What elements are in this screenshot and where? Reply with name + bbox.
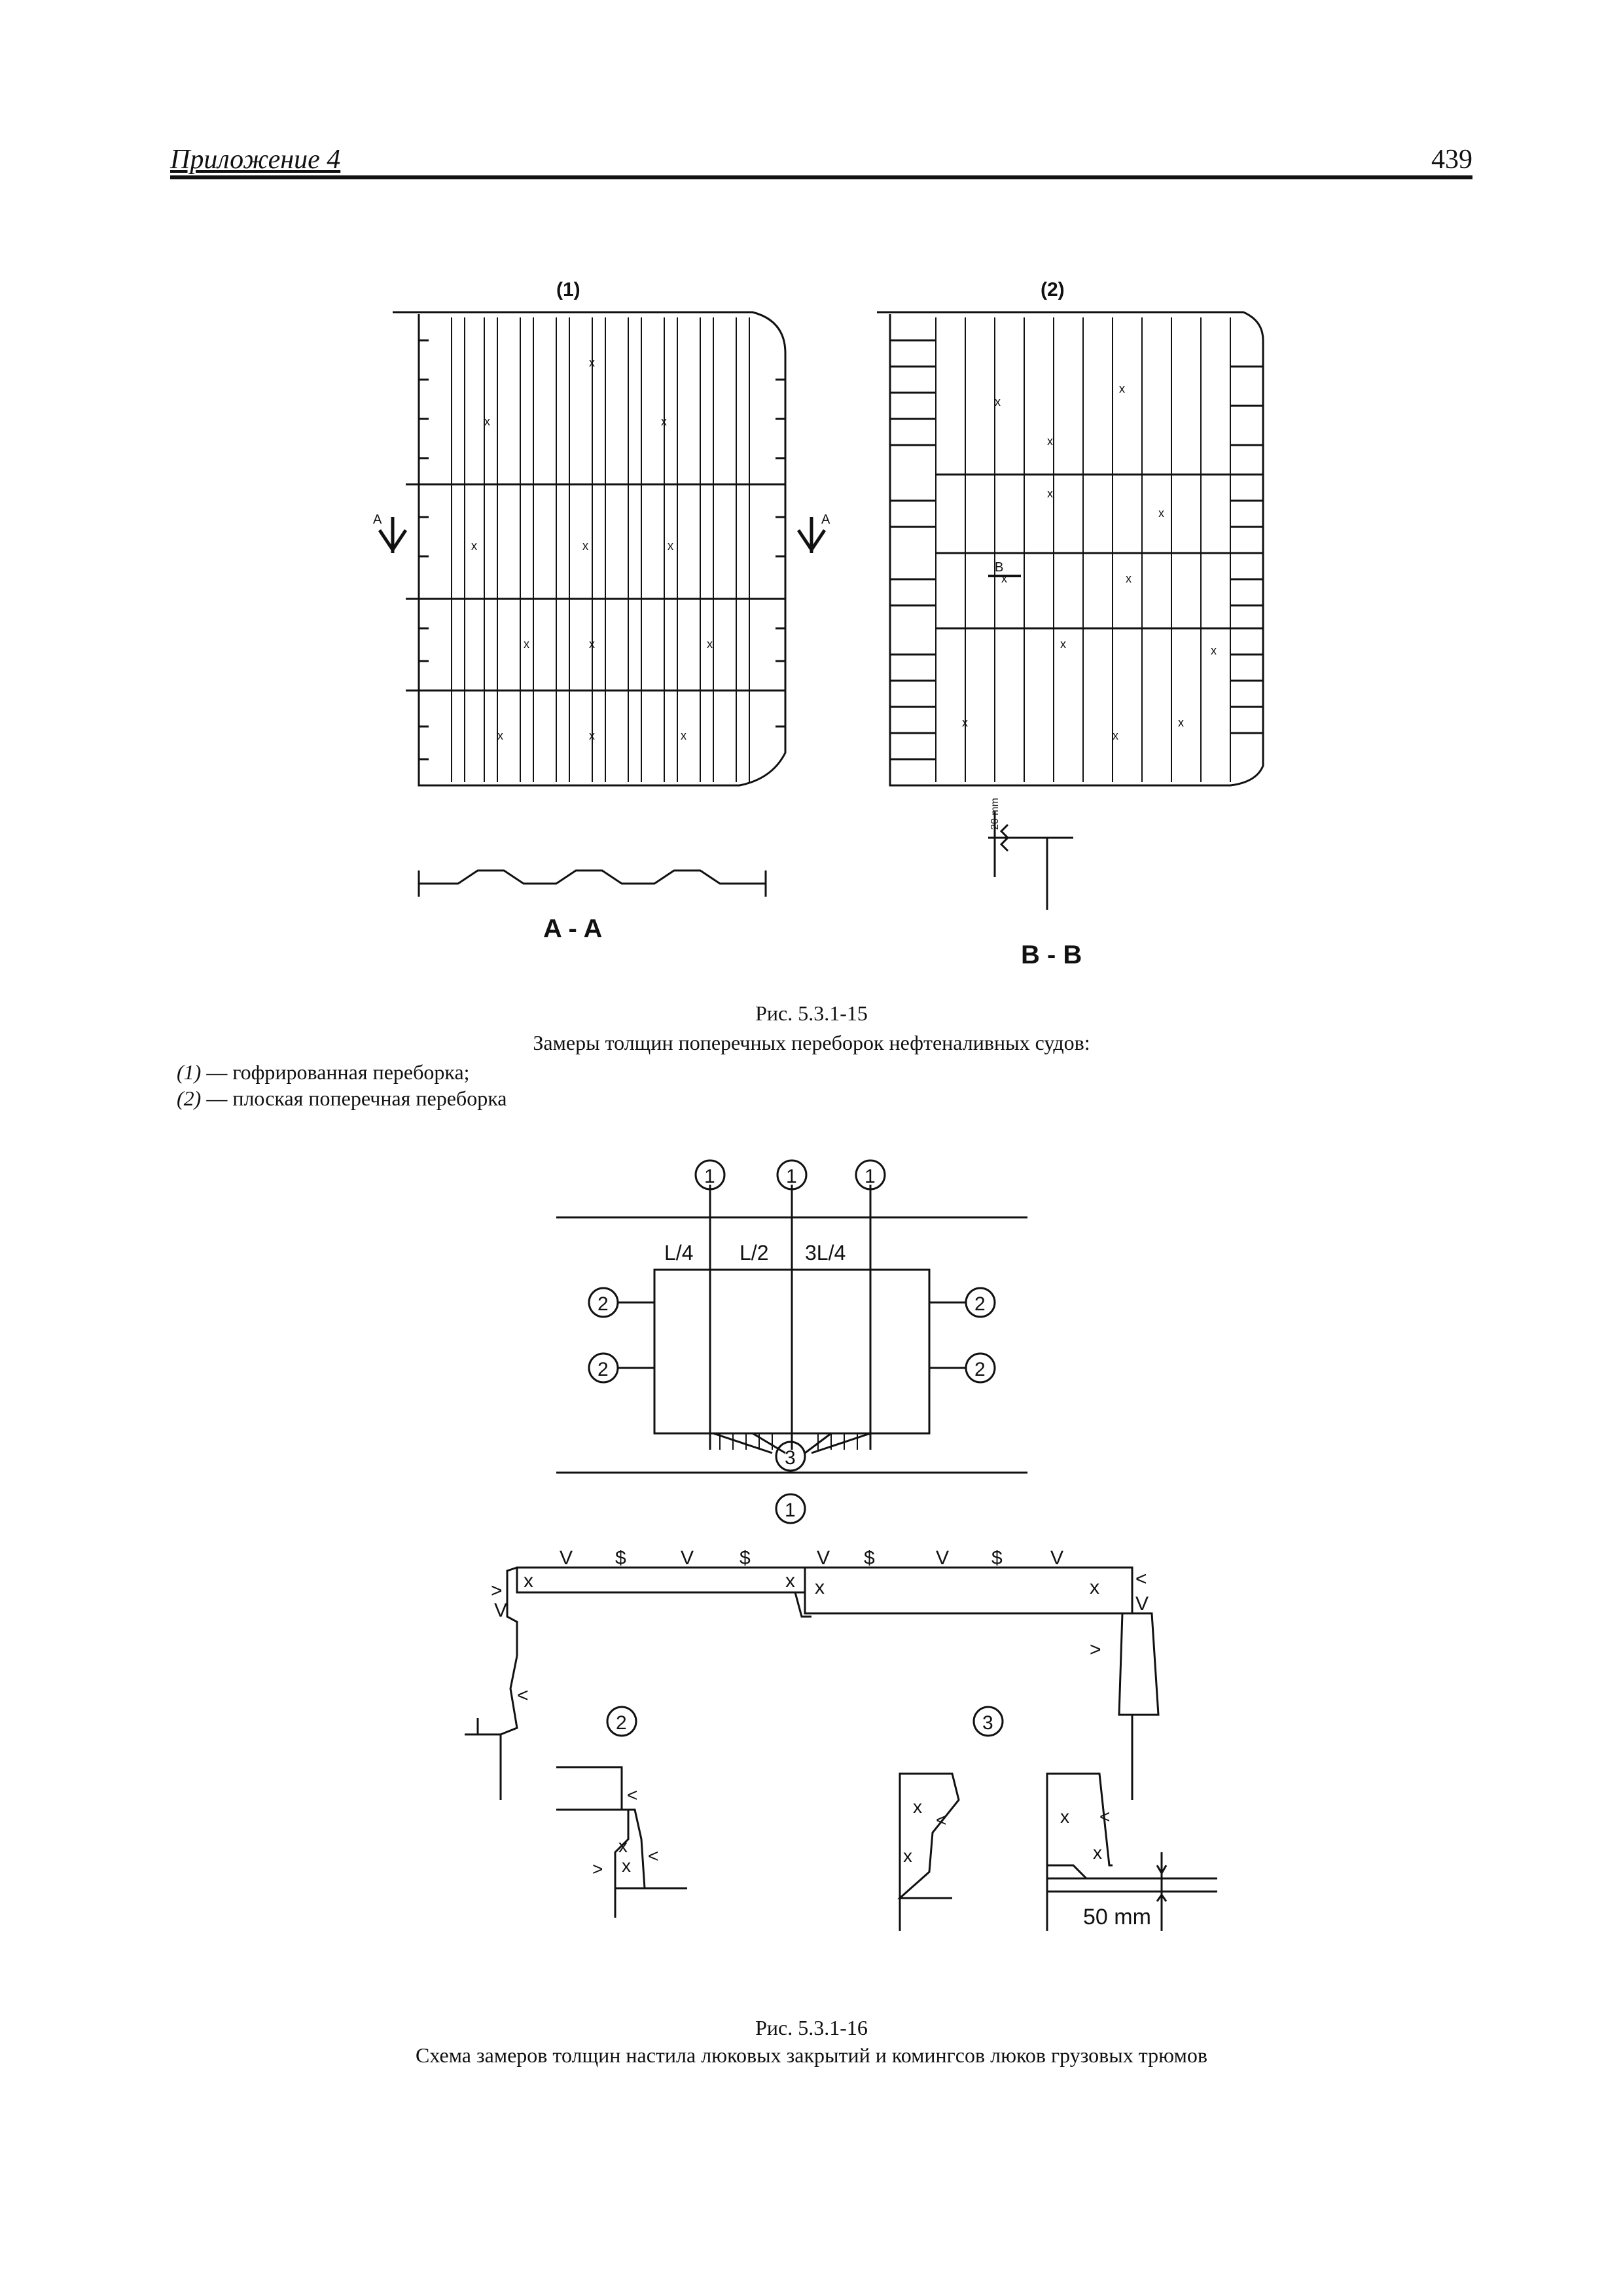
marker-2-d: 2: [974, 1359, 986, 1380]
svg-text:x: x: [1178, 716, 1184, 729]
figure-5-3-1-15-drawing: (1) x x x x x x: [373, 279, 1264, 969]
sym-x-4: x: [1090, 1577, 1099, 1598]
marker-2-c: 2: [974, 1293, 986, 1315]
svg-text:x: x: [484, 415, 490, 428]
sym-lt-1: <: [517, 1685, 529, 1706]
sym-x-d2-2: x: [622, 1856, 631, 1876]
marker-2-detail: 2: [616, 1712, 627, 1734]
sym-x-d3-4: x: [1093, 1842, 1102, 1863]
sym-x-d3-2: x: [903, 1846, 912, 1866]
arrow-a-left: A: [373, 512, 382, 527]
sym-lt-d2-1: <: [627, 1785, 637, 1805]
marker-1-section: 1: [785, 1499, 796, 1521]
sym-v-2: V: [681, 1547, 694, 1569]
sym-v-3: V: [817, 1547, 830, 1569]
sym-s-4: $: [991, 1547, 1003, 1569]
marker-3-detail: 3: [982, 1712, 993, 1734]
col-label-l4: L/4: [664, 1241, 693, 1265]
section-aa-label: A - A: [543, 914, 602, 943]
sym-s-1: $: [615, 1547, 626, 1569]
dim-20mm: 20 mm: [990, 798, 1001, 830]
svg-text:x: x: [497, 729, 503, 742]
page-number: 439: [1431, 145, 1472, 175]
col-label-3l4: 3L/4: [805, 1241, 846, 1265]
section-bb-label: B - B: [1021, 941, 1082, 969]
sym-v-1: V: [560, 1547, 573, 1569]
sym-x-1: x: [524, 1570, 533, 1592]
svg-text:x: x: [471, 539, 477, 552]
svg-text:x: x: [1158, 507, 1164, 520]
marker-3-plan: 3: [785, 1447, 796, 1469]
marker-2-a: 2: [597, 1293, 609, 1315]
sym-lt-2: <: [1135, 1568, 1147, 1590]
figure-5-3-1-16-drawing: 1 1 1 L/4 L/2 3L/4 2 2 2 2 3 1: [465, 1159, 1217, 1931]
legend-item-1: (1) — гофрированная переборка;: [177, 1060, 470, 1085]
legend-key-1: (1): [177, 1060, 202, 1084]
legend-key-2: (2): [177, 1086, 202, 1110]
sym-gt-d2: >: [592, 1859, 603, 1879]
svg-text:x: x: [524, 637, 529, 651]
sym-v-6: V: [494, 1600, 507, 1621]
marker-2-b: 2: [597, 1359, 609, 1380]
svg-text:x: x: [681, 729, 687, 742]
sym-s-3: $: [864, 1547, 875, 1569]
svg-text:x: x: [1001, 572, 1007, 585]
figure-15-caption: Замеры толщин поперечных переборок нефте…: [533, 1031, 1090, 1054]
figure-15-number: Рис. 5.3.1-15: [755, 1001, 868, 1025]
svg-text:x: x: [1113, 729, 1118, 742]
figure-16-caption: Схема замеров толщин настила люковых зак…: [416, 2043, 1207, 2067]
svg-text:x: x: [589, 637, 595, 651]
sym-x-3: x: [815, 1577, 825, 1598]
svg-text:x: x: [1211, 644, 1217, 657]
svg-text:x: x: [1119, 382, 1125, 395]
col-label-l2: L/2: [740, 1241, 768, 1265]
figure-16-number: Рис. 5.3.1-16: [755, 2016, 868, 2039]
svg-text:x: x: [661, 415, 667, 428]
sym-lt-d3-1: <: [936, 1810, 946, 1830]
sym-x-d2-1: x: [618, 1836, 628, 1856]
svg-text:x: x: [1047, 435, 1053, 448]
marker-1-c: 1: [865, 1166, 876, 1187]
svg-text:x: x: [668, 539, 673, 552]
legend-item-2: (2) — плоская поперечная переборка: [177, 1086, 507, 1111]
sym-lt-d2-2: <: [648, 1846, 658, 1866]
sym-lt-d3-2: <: [1099, 1806, 1110, 1827]
running-header-title: Приложение 4: [170, 145, 341, 175]
panel1-label: (1): [556, 279, 580, 300]
svg-text:x: x: [995, 395, 1001, 408]
marker-1-a: 1: [704, 1166, 715, 1187]
svg-text:x: x: [589, 729, 595, 742]
sym-gt-2: >: [1090, 1639, 1101, 1660]
sym-gt-1: >: [491, 1580, 503, 1602]
sym-v-4: V: [936, 1547, 949, 1569]
svg-text:x: x: [707, 637, 713, 651]
svg-text:x: x: [582, 539, 588, 552]
svg-text:x: x: [1060, 637, 1066, 651]
sym-x-d3-1: x: [913, 1797, 922, 1817]
sym-v-5: V: [1050, 1547, 1063, 1569]
sym-s-2: $: [740, 1547, 751, 1569]
svg-text:x: x: [1047, 487, 1053, 500]
panel2-label: (2): [1041, 279, 1065, 300]
legend-text-2: — плоская поперечная переборка: [201, 1086, 507, 1110]
arrow-b-label: B: [995, 560, 1003, 575]
dim-50mm: 50 mm: [1083, 1905, 1151, 1929]
svg-text:x: x: [589, 356, 595, 369]
sym-x-d3-3: x: [1060, 1806, 1069, 1827]
sym-x-2: x: [785, 1570, 795, 1592]
legend-text-1: — гофрированная переборка;: [201, 1060, 470, 1084]
marker-1-b: 1: [786, 1166, 797, 1187]
arrow-a-right: A: [821, 512, 830, 527]
header-rule: [170, 175, 1472, 179]
svg-text:x: x: [962, 716, 968, 729]
svg-text:x: x: [1126, 572, 1132, 585]
sym-v-7: V: [1135, 1593, 1149, 1615]
